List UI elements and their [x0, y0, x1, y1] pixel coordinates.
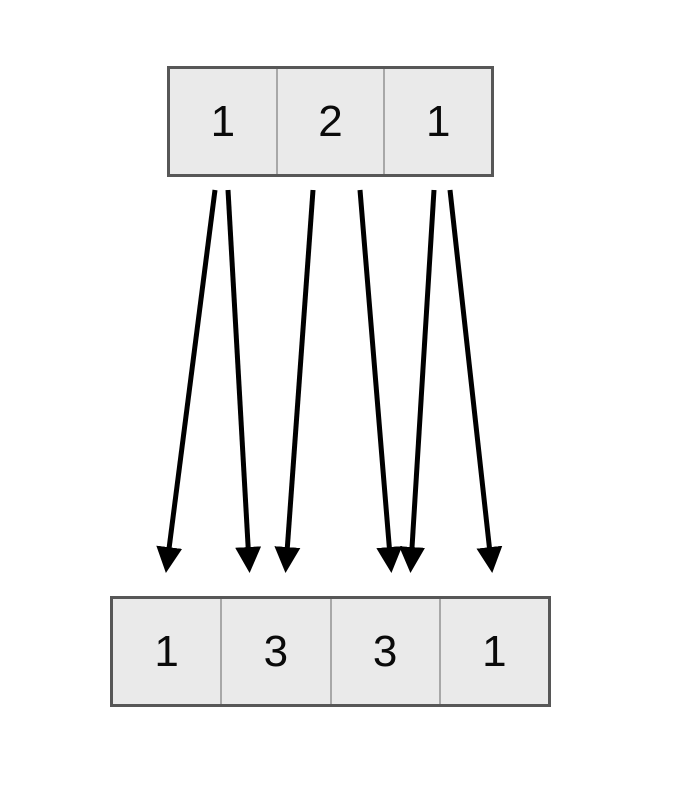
- top-cell-2[interactable]: 1: [383, 69, 492, 174]
- bottom-cell-3[interactable]: 1: [438, 599, 548, 704]
- bottom-cell-2[interactable]: 3: [329, 599, 439, 704]
- bottom-cell-0[interactable]: 1: [113, 599, 221, 704]
- arrow-group: [156, 189, 503, 574]
- top-cell-1[interactable]: 2: [275, 69, 384, 174]
- arrow-3: [274, 189, 316, 574]
- arrow-6: [447, 189, 503, 574]
- top-row: 1 2 1: [167, 66, 494, 177]
- arrow-4: [357, 189, 403, 574]
- top-cell-0[interactable]: 1: [170, 69, 276, 174]
- bottom-row: 1 3 3 1: [110, 596, 551, 707]
- arrow-2: [225, 189, 262, 574]
- arrow-1: [156, 189, 218, 574]
- bottom-cell-1[interactable]: 3: [220, 599, 330, 704]
- arrow-5: [399, 189, 437, 574]
